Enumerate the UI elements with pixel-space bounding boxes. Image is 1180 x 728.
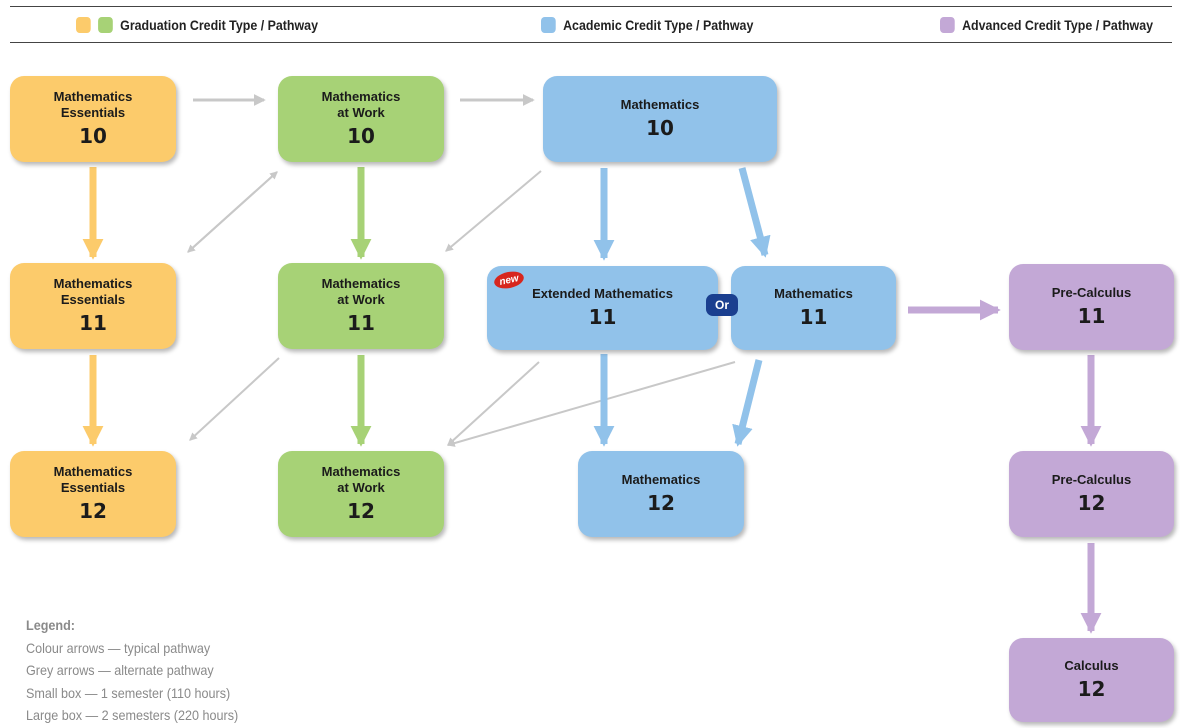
yellow-swatch [76, 17, 91, 33]
course-pre-calculus-12: Pre-Calculus 12 [1009, 451, 1174, 537]
course-name: Extended Mathematics [532, 286, 673, 301]
course-mathematics-at-work-10: Mathematics at Work 10 [278, 76, 444, 162]
grey-arrow-math11-to-work12 [446, 361, 736, 447]
course-extended-mathematics-11: Extended Mathematics 11 [487, 266, 718, 350]
course-mathematics-10: Mathematics 10 [543, 76, 777, 162]
course-grade: 11 [799, 305, 828, 329]
or-badge: Or [706, 294, 738, 316]
course-name: Mathematics Essentials [53, 276, 133, 307]
graduation-pathway-label: Graduation Credit Type / Pathway [120, 17, 319, 33]
course-mathematics-12: Mathematics 12 [578, 451, 744, 537]
course-name: Calculus [1064, 658, 1119, 673]
legend-item-small-box: Small box — 1 semester (110 hours) [26, 684, 231, 701]
course-grade: 11 [79, 311, 107, 335]
course-mathematics-at-work-12: Mathematics at Work 12 [278, 451, 444, 537]
course-mathematics-essentials-11: Mathematics Essentials 11 [10, 263, 176, 349]
header-bottom-rule [10, 42, 1172, 43]
course-name: Mathematics [621, 472, 701, 487]
course-mathematics-essentials-12: Mathematics Essentials 12 [10, 451, 176, 537]
blue-arrow-math10-to-math11 [738, 167, 771, 258]
advanced-pathway-label: Advanced Credit Type / Pathway [962, 17, 1154, 33]
course-calculus-12: Calculus 12 [1009, 638, 1174, 722]
blue-swatch [541, 17, 556, 33]
course-grade: 11 [347, 311, 375, 335]
legend: Legend: Colour arrows — typical pathway … [26, 614, 238, 727]
course-mathematics-11: Mathematics 11 [731, 266, 896, 350]
green-swatch [98, 17, 113, 33]
course-grade: 10 [79, 124, 107, 148]
grey-arrow-math10-to-work11 [445, 170, 542, 252]
header-top-rule [10, 6, 1172, 7]
course-name: Mathematics at Work [321, 464, 401, 495]
course-grade: 11 [1077, 304, 1106, 328]
course-name: Pre-Calculus [1051, 285, 1132, 300]
course-grade: 11 [588, 305, 617, 329]
course-mathematics-essentials-10: Mathematics Essentials 10 [10, 76, 176, 162]
course-grade: 10 [347, 124, 375, 148]
course-name: Mathematics Essentials [53, 464, 133, 495]
course-grade: 10 [646, 116, 674, 140]
academic-pathway-label: Academic Credit Type / Pathway [563, 17, 754, 33]
grey-arrow-ess11-to-work10 [187, 171, 278, 253]
course-name: Mathematics at Work [321, 276, 401, 307]
legend-item-grey-arrows: Grey arrows — alternate pathway [26, 662, 214, 678]
graduation-pathway-key: Graduation Credit Type / Pathway [76, 10, 318, 40]
course-name: Mathematics [774, 286, 853, 301]
course-name: Mathematics Essentials [53, 89, 133, 120]
course-grade: 12 [347, 499, 375, 523]
course-pre-calculus-11: Pre-Calculus 11 [1009, 264, 1174, 350]
course-name: Pre-Calculus [1051, 472, 1132, 487]
grey-arrow-ext11-to-work12 [447, 361, 540, 446]
course-name: Mathematics [620, 97, 700, 112]
legend-item-large-box: Large box — 2 semesters (220 hours) [26, 707, 239, 723]
course-grade: 12 [79, 499, 107, 523]
course-grade: 12 [1077, 677, 1106, 701]
legend-item-colour-arrows: Colour arrows — typical pathway [26, 639, 211, 656]
purple-swatch [940, 17, 955, 33]
course-grade: 12 [647, 491, 675, 515]
academic-pathway-key: Academic Credit Type / Pathway [541, 10, 753, 40]
blue-arrow-math11-to-math12 [732, 359, 763, 447]
course-mathematics-at-work-11: Mathematics at Work 11 [278, 263, 444, 349]
course-name: Mathematics at Work [321, 89, 401, 120]
course-grade: 12 [1077, 491, 1106, 515]
grey-arrow-work11-to-ess12 [189, 357, 280, 441]
legend-title: Legend: [26, 617, 76, 633]
advanced-pathway-key: Advanced Credit Type / Pathway [940, 10, 1153, 40]
